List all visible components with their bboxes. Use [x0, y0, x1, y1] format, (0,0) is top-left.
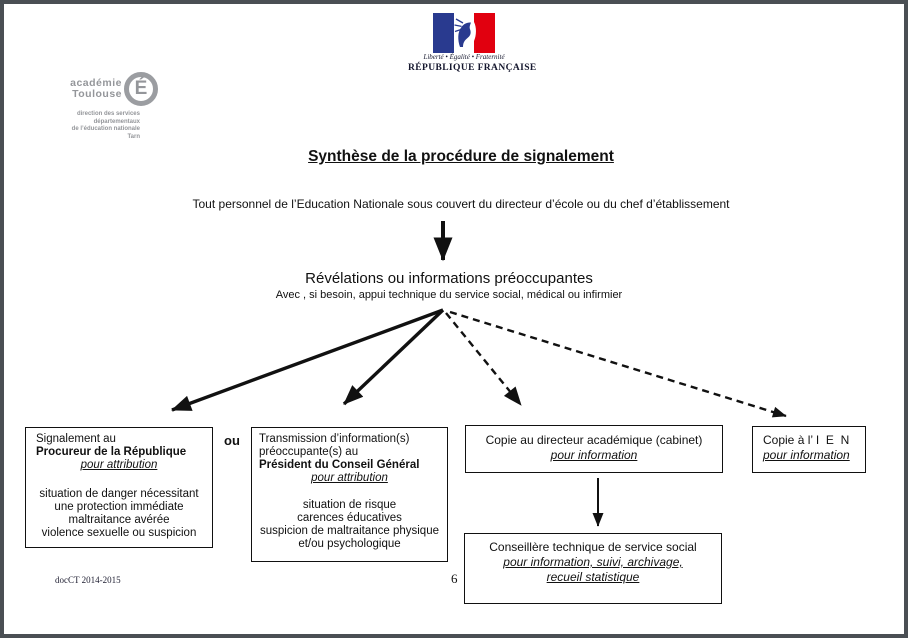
box-line: carences éducatives — [297, 512, 402, 524]
academie-name-block: académie Toulouse — [70, 78, 122, 100]
arrow-to-conseil-general — [342, 308, 445, 406]
central-node: Révélations ou informations préoccupante… — [0, 270, 908, 301]
box-procureur: Signalement au Procureur de la Républiqu… — [25, 427, 213, 548]
republic-motto: Liberté • Égalité • Fraternité — [423, 53, 505, 61]
toulouse-label: Toulouse — [72, 88, 122, 100]
footer-doc-ref: docCT 2014-2015 — [55, 575, 121, 585]
marianne-profile — [458, 22, 471, 47]
box-line: Procureur de la République — [36, 446, 187, 458]
page-number: 6 — [451, 571, 458, 586]
intro-text: Tout personnel de l’Education Nationale … — [192, 197, 730, 211]
box-line: situation de risque — [302, 499, 397, 511]
academie-toulouse-logo: académie Toulouse É direction des servic… — [58, 72, 158, 141]
box-line: Copie au directeur académique (cabinet) — [485, 433, 703, 447]
flag-blue-band — [433, 13, 454, 53]
arrow-to-procureur — [171, 308, 444, 412]
box-line: et/ou psychologique — [298, 538, 401, 550]
marianne-rays — [454, 18, 464, 33]
academie-logo-row: académie Toulouse É — [58, 72, 158, 106]
box-line: Copie à l’ I E N — [763, 433, 850, 447]
box-line: Conseillère technique de service social — [489, 540, 697, 554]
box-line: préoccupante(s) au — [259, 446, 359, 458]
central-node-heading: Révélations ou informations préoccupante… — [305, 270, 593, 287]
box-line: situation de danger nécessitant — [39, 488, 199, 500]
box-line: pour attribution — [311, 472, 388, 484]
box-line: pour attribution — [80, 459, 158, 471]
arrow-dashed-to-ien — [449, 310, 787, 418]
french-flag-marianne-icon — [433, 13, 495, 53]
academie-subtitle-line: direction des services — [76, 111, 140, 117]
box-line: Signalement au — [36, 433, 116, 445]
spacer — [254, 485, 445, 499]
box-line: suspicion de maltraitance physique — [260, 525, 439, 537]
academie-subtitle-line: départementaux — [93, 118, 140, 125]
page-title: Synthèse de la procédure de signalement — [308, 148, 614, 165]
box-line: violence sexuelle ou suspicion — [41, 527, 197, 539]
box-line: pour information — [763, 448, 850, 462]
box-line: Transmission d’information(s) — [259, 433, 410, 445]
flag-red-band — [474, 13, 495, 53]
box-conseil-general: Transmission d’information(s) préoccupan… — [251, 427, 448, 562]
box-line: Président du Conseil Général — [259, 459, 420, 471]
republic-name: RÉPUBLIQUE FRANÇAISE — [408, 62, 537, 73]
central-node-subheading: Avec , si besoin, appui technique du ser… — [275, 289, 623, 301]
academie-subtitle-line: de l’éducation nationale — [71, 126, 140, 132]
republique-francaise-logo: Liberté • Égalité • Fraternité RÉPUBLIQU… — [408, 13, 537, 73]
arrow-dashed-to-directeur-academique — [445, 312, 522, 406]
academie-subtitle-line: Tarn — [127, 133, 140, 140]
box-line: recueil statistique — [546, 570, 640, 584]
box-ien: Copie à l’ I E N pour information — [752, 426, 866, 473]
marianne-red-highlight — [474, 22, 476, 41]
box-conseillere: Conseillère technique de service social … — [464, 533, 722, 604]
box-line: pour information, suivi, archivage, — [503, 555, 683, 569]
ou-connector: ou — [224, 433, 240, 448]
spacer — [28, 472, 210, 488]
box-directeur-academique: Copie au directeur académique (cabinet) … — [465, 425, 723, 473]
box-line: pour information — [550, 448, 638, 462]
academie-label: académie — [70, 77, 122, 89]
box-line: maltraitance avérée — [68, 514, 170, 526]
academie-subtitle-block: direction des services départementaux de… — [58, 111, 158, 141]
academie-e-badge-icon: É — [124, 72, 158, 106]
box-line: une protection immédiate — [54, 501, 184, 513]
